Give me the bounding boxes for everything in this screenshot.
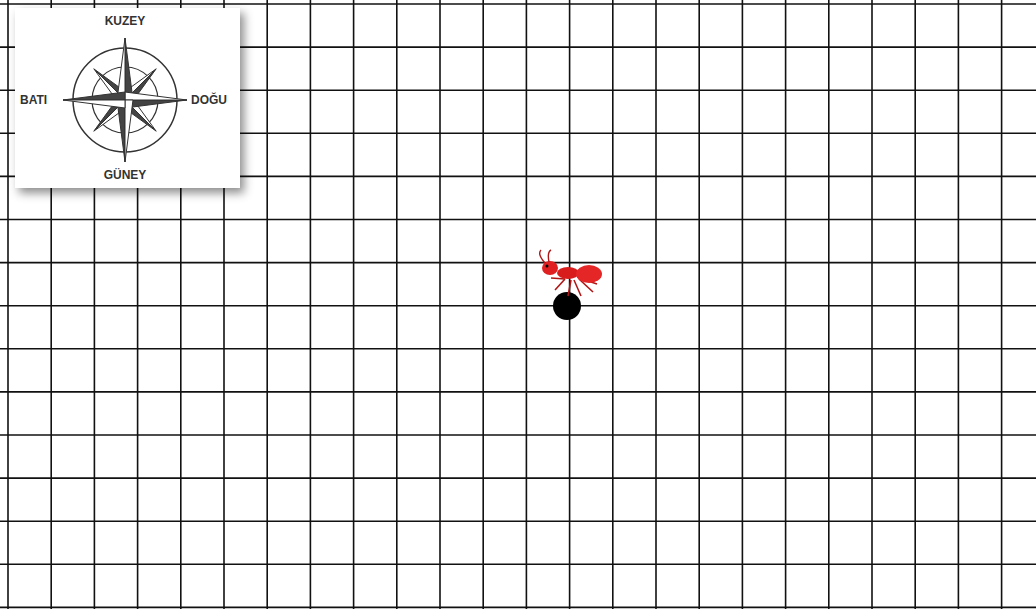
- grid-line: [0, 520, 1036, 522]
- grid-line: [0, 305, 1036, 307]
- grid-line: [439, 0, 441, 609]
- grid-line: [266, 0, 268, 609]
- grid-line: [914, 0, 916, 609]
- compass-point: [125, 92, 187, 100]
- grid-line: [0, 477, 1036, 479]
- compass-point: [63, 100, 125, 108]
- compass-panel: KUZEY BATI DOĞU GÜNEY: [15, 8, 240, 188]
- ant-leg: [574, 280, 581, 296]
- grid-line: [0, 391, 1036, 393]
- grid-line: [482, 0, 484, 609]
- grid-line: [0, 219, 1036, 221]
- ant-figure: [540, 250, 602, 296]
- compass-point: [117, 100, 125, 162]
- grid-line: [655, 0, 657, 609]
- grid-lines: [0, 4, 1036, 607]
- grid-line: [0, 563, 1036, 565]
- grid-lines: [8, 0, 1002, 609]
- compass-point: [117, 38, 125, 100]
- compass-point: [63, 92, 125, 100]
- grid-line: [7, 0, 9, 609]
- direction-label: DOĞU: [191, 93, 227, 107]
- position-dot: [553, 292, 581, 320]
- grid-line: [828, 0, 830, 609]
- grid-line: [353, 0, 355, 609]
- grid-line: [742, 0, 744, 609]
- grid-line: [0, 434, 1036, 436]
- ant-antenna: [540, 250, 551, 263]
- grid-line: [396, 0, 398, 609]
- grid-line: [612, 0, 614, 609]
- ant-eye: [546, 265, 549, 268]
- ant-leg: [568, 280, 571, 296]
- direction-label: GÜNEY: [104, 168, 147, 182]
- ant-thorax: [557, 267, 579, 279]
- direction-label: BATI: [20, 93, 47, 107]
- grid-line: [310, 0, 312, 609]
- compass-point: [125, 100, 187, 108]
- direction-label: KUZEY: [105, 14, 146, 28]
- grid-line: [958, 0, 960, 609]
- grid-line: [871, 0, 873, 609]
- grid-line: [0, 607, 1036, 609]
- grid-line: [785, 0, 787, 609]
- grid-line: [0, 262, 1036, 264]
- ant-abdomen: [576, 265, 602, 283]
- grid-line: [0, 3, 1036, 5]
- grid-line: [698, 0, 700, 609]
- grid-line: [1001, 0, 1003, 609]
- compass-point: [125, 38, 133, 100]
- ant-leg: [555, 279, 565, 290]
- grid-line: [526, 0, 528, 609]
- compass-point: [125, 100, 133, 162]
- grid-line: [0, 348, 1036, 350]
